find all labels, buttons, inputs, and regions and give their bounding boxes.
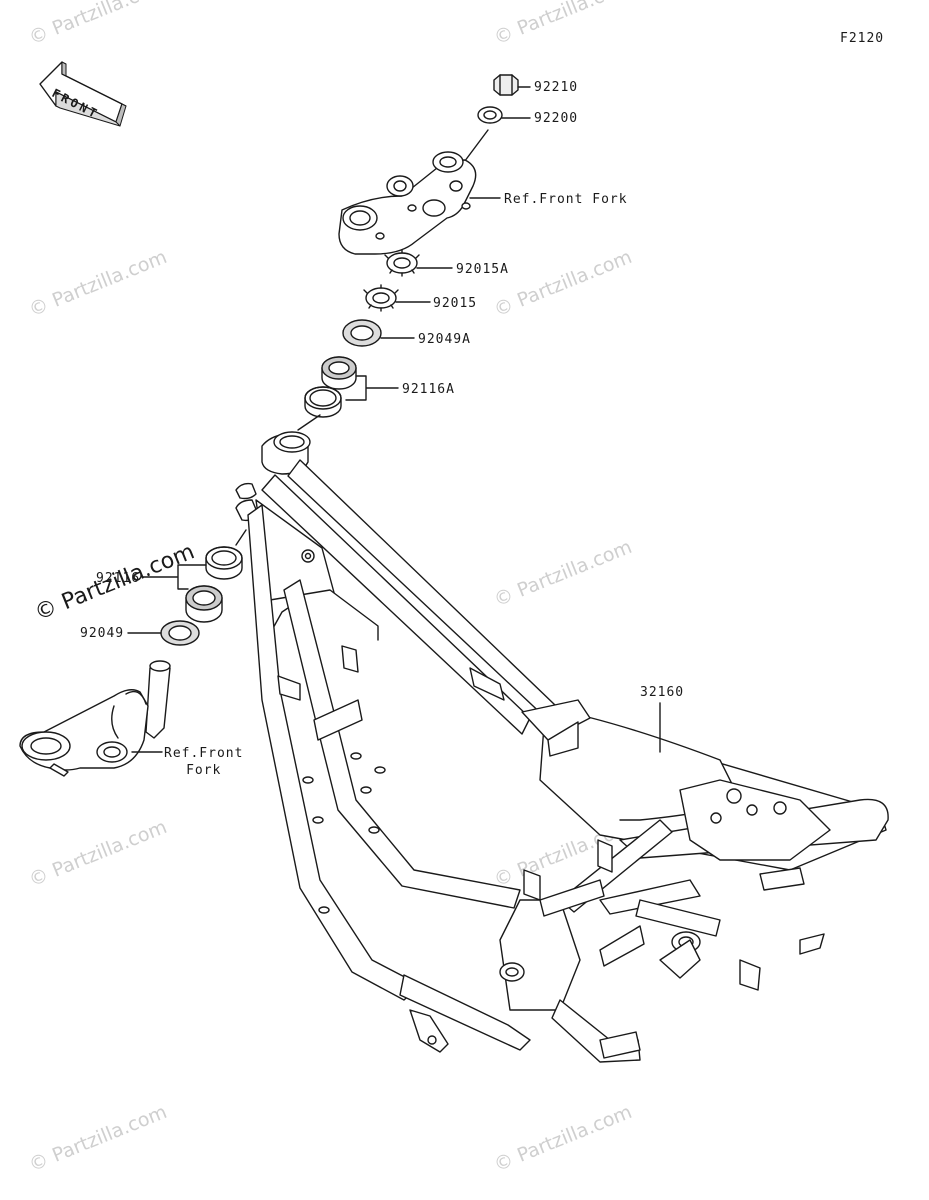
steering-nut-92015a (384, 249, 453, 277)
steering-nut-92015 (363, 284, 431, 312)
callout-32160: 32160 (640, 685, 685, 700)
callout-92015: 92015 (433, 296, 478, 311)
seal-92049 (127, 620, 200, 646)
figure-code: F2120 (840, 31, 885, 46)
callout-92200: 92200 (534, 111, 579, 126)
main-frame-32160 (235, 431, 889, 1063)
washer-92200 (477, 106, 531, 124)
lower-triple-clamp (19, 660, 171, 777)
callout-92049a: 92049A (418, 332, 471, 347)
ref-front-fork-line2: Fork (186, 763, 222, 778)
upper-triple-clamp (338, 151, 477, 255)
callout-ref-front-fork-upper: Ref.Front Fork (504, 192, 628, 207)
ref-front-fork-line1: Ref.Front (164, 746, 244, 761)
callout-ref-front-fork-lower: Ref.Front Fork (164, 745, 243, 779)
callout-92116: 92116 (96, 571, 141, 586)
cap-nut-92210 (493, 74, 531, 96)
front-arrow-icon (39, 61, 127, 127)
bearing-92116 (141, 529, 247, 623)
callout-92210: 92210 (534, 80, 579, 95)
callout-92116a: 92116A (402, 382, 455, 397)
seal-92049a (342, 319, 415, 347)
bearing-92116a (304, 356, 399, 418)
callout-92015a: 92015A (456, 262, 509, 277)
callout-92049: 92049 (80, 626, 125, 641)
